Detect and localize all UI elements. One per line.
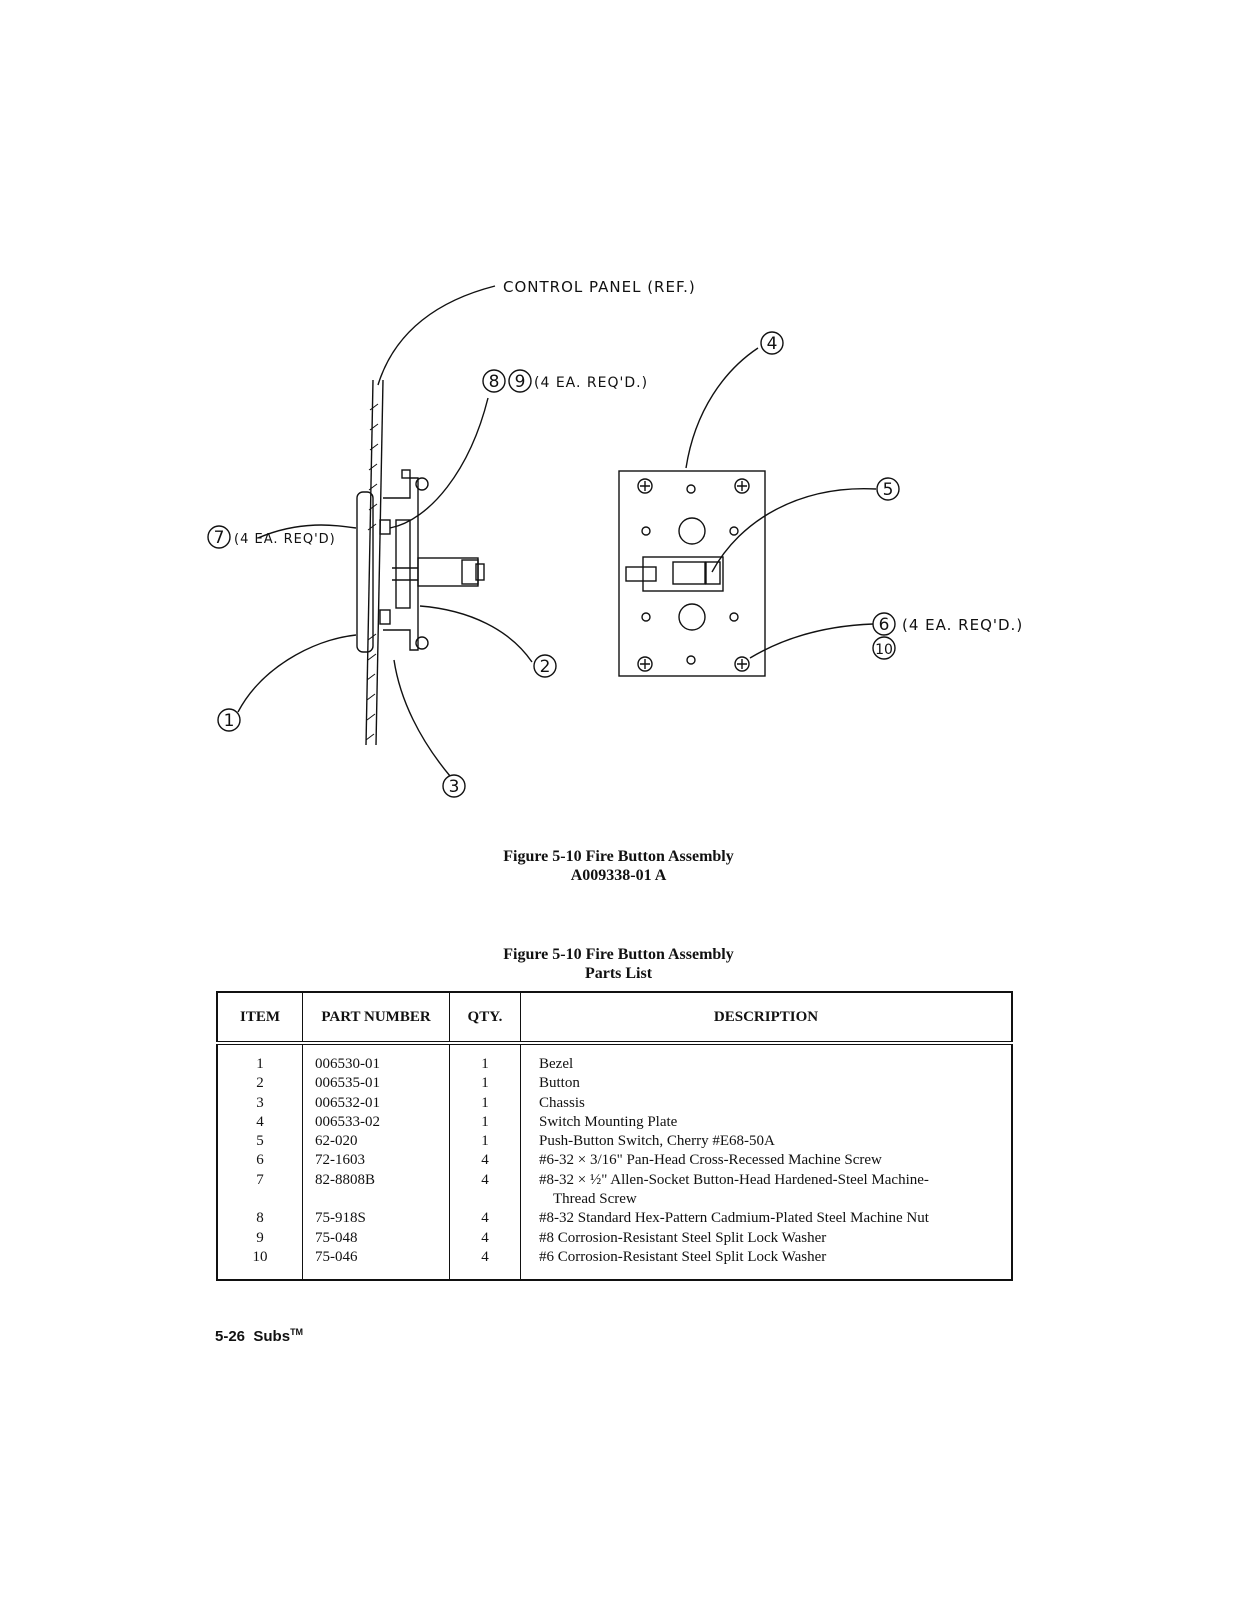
callout-5: 5 <box>883 480 894 500</box>
cell-qty: 4 <box>449 1209 521 1229</box>
cell-part: 75-918S <box>302 1209 450 1229</box>
cell-desc: #8-32 Standard Hex-Pattern Cadmium-Plate… <box>520 1209 1012 1229</box>
cell-item: 9 <box>256 1229 264 1246</box>
fire-button-assembly-diagram: CONTROL PANEL (REF.) 4 5 6 10 (4 EA. REQ… <box>207 278 1023 798</box>
table-row: 3 006532-01 1 Chassis <box>217 1093 1012 1113</box>
parts-list-caption-subtitle: Parts List <box>584 965 653 982</box>
cell-part: 006535-01 <box>302 1074 450 1094</box>
cell-part: 006533-02 <box>302 1112 450 1133</box>
cell-item: 1 <box>256 1056 264 1072</box>
parts-list-table: ITEM PART NUMBER QTY. DESCRIPTION 1 0065… <box>216 991 1013 1282</box>
cell-part: 75-046 <box>302 1247 450 1268</box>
cell-item: 10 <box>252 1248 268 1265</box>
cell-desc: Button <box>520 1074 1012 1094</box>
cell-part: 72-1603 <box>302 1151 450 1171</box>
figure-caption: Figure 5-10 Fire Button Assembly A009338… <box>0 847 1237 885</box>
cell-desc-line2: Thread Screw <box>553 1191 637 1208</box>
note-7: (4 EA. REQ'D) <box>234 532 336 547</box>
figure-caption-drawing-number: A009338-01 A <box>570 867 667 884</box>
cell-qty: 4 <box>449 1247 521 1268</box>
callout-10: 10 <box>875 642 893 658</box>
table-header-row: ITEM PART NUMBER QTY. DESCRIPTION <box>217 992 1012 1045</box>
table-row: 4 006533-02 1 Switch Mounting Plate <box>217 1112 1012 1133</box>
cell-part: 82-8808B <box>302 1170 450 1210</box>
cell-item: 6 <box>256 1152 264 1169</box>
page-footer: 5-26 SubsTM <box>215 1327 303 1345</box>
footer-title: Subs <box>253 1328 291 1345</box>
cell-desc: Chassis <box>520 1093 1012 1113</box>
control-panel-label: CONTROL PANEL (REF.) <box>503 278 696 296</box>
cell-qty: 1 <box>449 1074 521 1094</box>
cell-desc: Switch Mounting Plate <box>520 1112 1012 1133</box>
header-qty: QTY. <box>449 992 521 1045</box>
cell-desc: Bezel <box>520 1055 1012 1075</box>
cell-item: 2 <box>256 1075 264 1092</box>
table-row: 7 82-8808B 4 #8-32 × ½" Allen-Socket But… <box>217 1170 1012 1210</box>
cell-qty: 4 <box>449 1151 521 1171</box>
cell-qty: 4 <box>449 1170 521 1210</box>
callout-2: 2 <box>540 657 551 677</box>
switch-body-shape <box>417 557 479 587</box>
callout-8: 8 <box>489 372 500 392</box>
callout-9: 9 <box>515 372 526 392</box>
cell-qty: 4 <box>449 1228 521 1248</box>
table-row: 2 006535-01 1 Button <box>217 1074 1012 1094</box>
plate-screws <box>637 478 750 672</box>
bezel-shape <box>356 491 374 653</box>
cell-qty: 1 <box>449 1112 521 1133</box>
parts-list-caption: Figure 5-10 Fire Button Assembly Parts L… <box>0 945 1237 983</box>
cell-desc: Push-Button Switch, Cherry #E68-50A <box>520 1132 1012 1152</box>
table-row: 1 006530-01 1 Bezel <box>217 1055 1012 1075</box>
callout-7: 7 <box>214 528 225 548</box>
figure-caption-title: Figure 5-10 Fire Button Assembly <box>503 848 734 865</box>
parts-list-caption-title: Figure 5-10 Fire Button Assembly <box>503 946 734 963</box>
table-spacer-row <box>217 1043 1012 1055</box>
cell-item: 8 <box>256 1210 264 1227</box>
cell-desc: #6-32 × 3/16" Pan-Head Cross-Recessed Ma… <box>520 1151 1012 1171</box>
cell-qty: 1 <box>449 1055 521 1075</box>
cell-qty: 1 <box>449 1093 521 1113</box>
callout-1: 1 <box>224 711 235 731</box>
mounting-plate-shape <box>395 519 411 609</box>
callout-6: 6 <box>879 615 890 635</box>
cell-part: 006532-01 <box>302 1093 450 1113</box>
table-row: 10 75-046 4 #6 Corrosion-Resistant Steel… <box>217 1247 1012 1268</box>
footer-page-number: 5-26 <box>215 1328 246 1345</box>
cell-item: 7 <box>256 1171 264 1188</box>
cell-part: 75-048 <box>302 1228 450 1248</box>
cell-item: 3 <box>256 1094 264 1111</box>
cell-item: 4 <box>256 1113 264 1130</box>
callout-3: 3 <box>449 777 460 797</box>
cell-desc: #8 Corrosion-Resistant Steel Split Lock … <box>520 1228 1012 1248</box>
cell-qty: 1 <box>449 1132 521 1152</box>
cell-desc-line1: #8-32 × ½" Allen-Socket Button-Head Hard… <box>539 1171 929 1188</box>
header-description: DESCRIPTION <box>520 992 1012 1045</box>
table-row: 9 75-048 4 #8 Corrosion-Resistant Steel … <box>217 1228 1012 1248</box>
cell-item: 5 <box>256 1133 264 1150</box>
note-89: (4 EA. REQ'D.) <box>534 375 648 391</box>
switch-plate-front <box>618 470 766 677</box>
header-part-number: PART NUMBER <box>302 992 450 1045</box>
cell-part: 62-020 <box>302 1132 450 1152</box>
table-row: 8 75-918S 4 #8-32 Standard Hex-Pattern C… <box>217 1209 1012 1229</box>
cell-part: 006530-01 <box>302 1055 450 1075</box>
footer-trademark: TM <box>290 1327 304 1337</box>
cell-desc: #8-32 × ½" Allen-Socket Button-Head Hard… <box>520 1170 1012 1210</box>
note-6: (4 EA. REQ'D.) <box>902 616 1023 634</box>
switch-front-shape <box>642 556 724 592</box>
cell-desc: #6 Corrosion-Resistant Steel Split Lock … <box>520 1247 1012 1268</box>
callout-4: 4 <box>767 334 778 354</box>
table-row: 5 62-020 1 Push-Button Switch, Cherry #E… <box>217 1132 1012 1152</box>
table-row: 6 72-1603 4 #6-32 × 3/16" Pan-Head Cross… <box>217 1151 1012 1171</box>
control-panel-section <box>365 379 384 746</box>
header-item: ITEM <box>217 992 303 1045</box>
table-spacer-row <box>217 1267 1012 1281</box>
